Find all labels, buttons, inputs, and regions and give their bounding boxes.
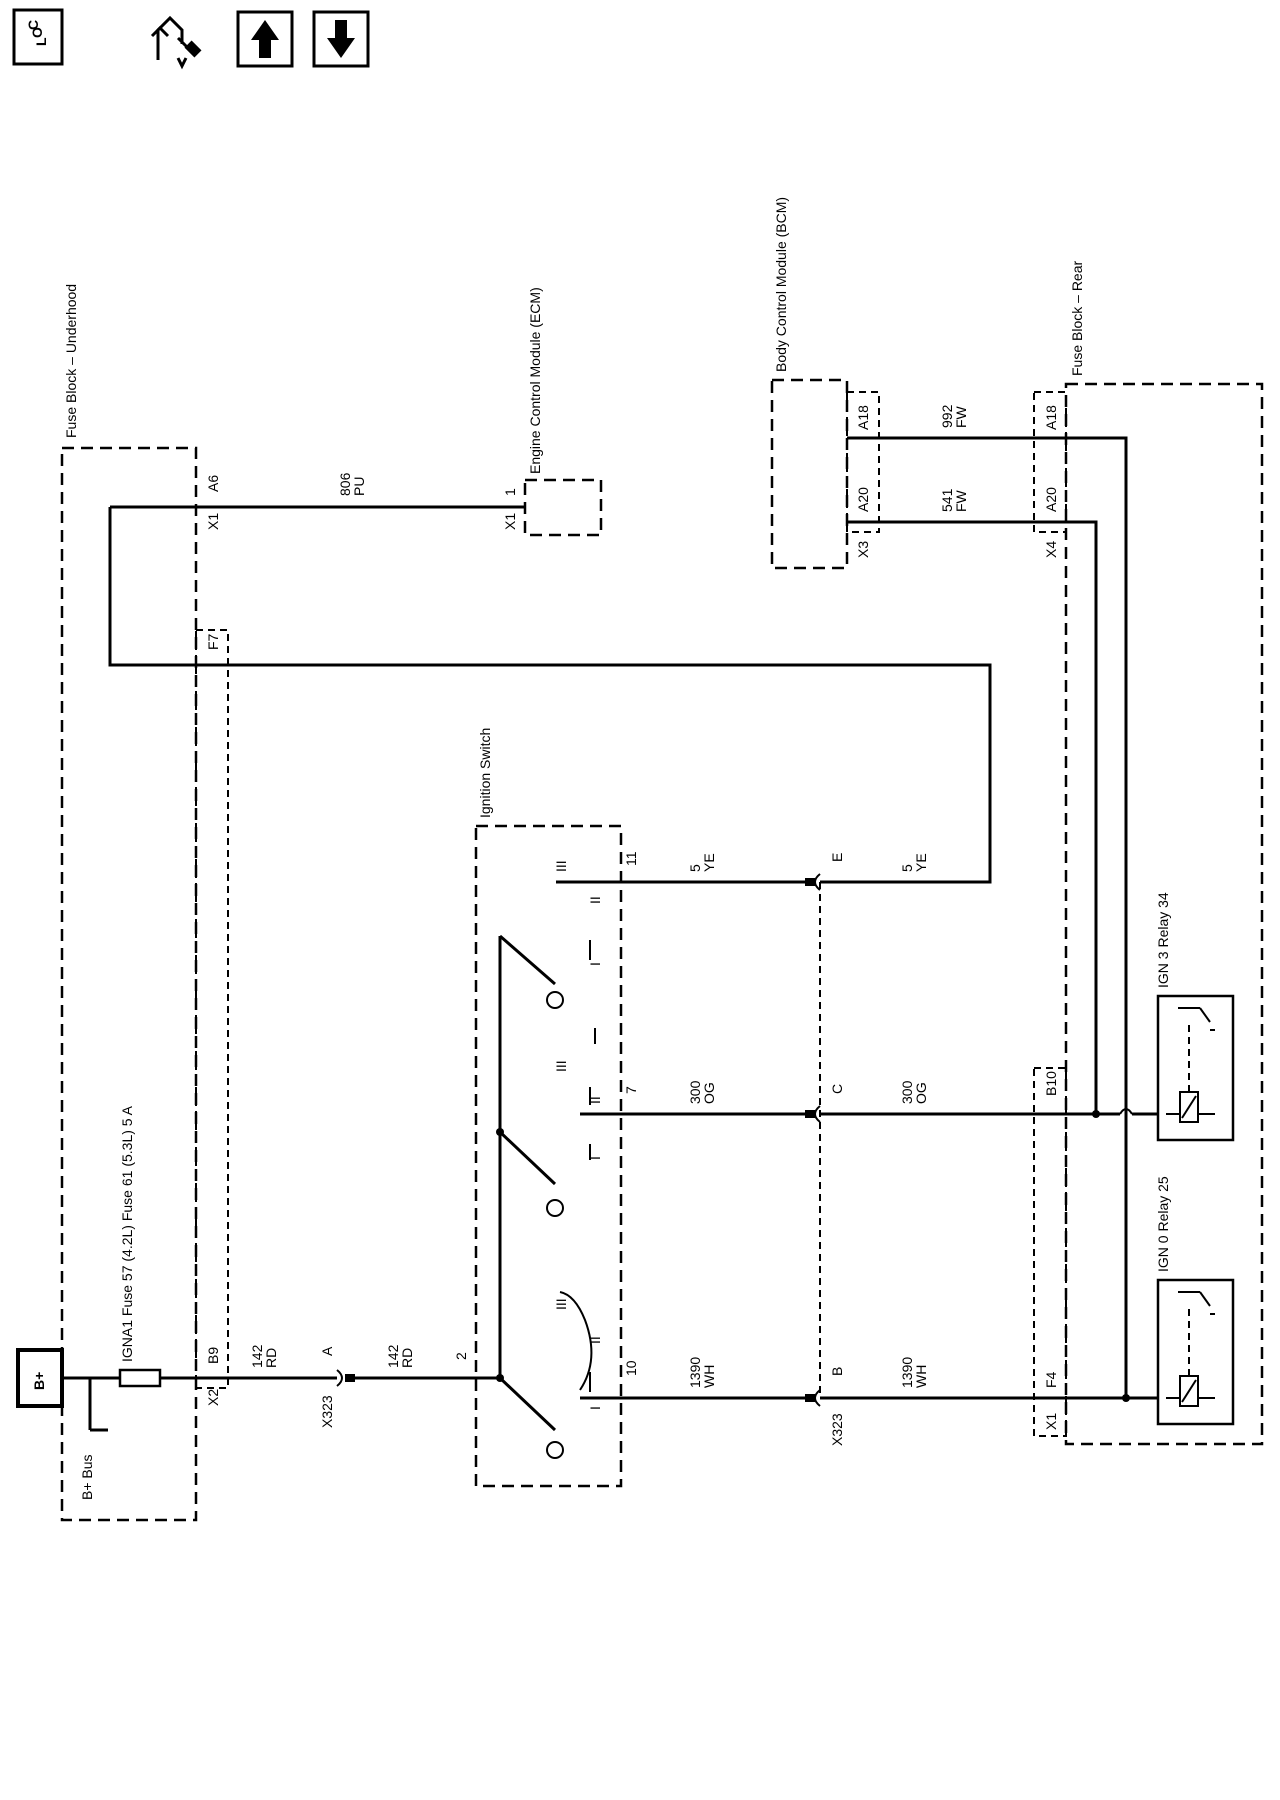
- sw-pos-bot-I: I: [587, 1406, 603, 1410]
- wire-5b-color: YE: [913, 853, 929, 872]
- fuse-block-rear-outline: [1064, 382, 1264, 1446]
- arrow-down-icon[interactable]: [312, 10, 370, 68]
- ign3-relay-label: IGN 3 Relay 34: [1155, 892, 1171, 988]
- ign0-relay-symbol: [1166, 1291, 1215, 1407]
- bplus-label: B+: [31, 1372, 47, 1390]
- svg-text:O: O: [29, 27, 45, 38]
- ign3-relay-symbol: [1166, 1007, 1215, 1123]
- wire-992-num: 992: [939, 404, 955, 428]
- wire-1390b-color: WH: [913, 1365, 929, 1388]
- conn-a6: A6: [205, 475, 221, 492]
- wire-1390a-color: WH: [701, 1365, 717, 1388]
- wire-f7-loop: [108, 507, 992, 884]
- bcm-connector-region: [846, 391, 880, 533]
- conn-bcm-x3: X3: [855, 541, 871, 558]
- wire-541-color: FW: [953, 489, 969, 512]
- component-symbol-icon[interactable]: [150, 15, 202, 70]
- conn-rear-x4: X4: [1043, 541, 1059, 558]
- wire-541: [847, 520, 1098, 1114]
- conn-rear-a20: A20: [1043, 487, 1059, 512]
- wire-806-num: 806: [337, 472, 353, 496]
- svg-text:C: C: [25, 20, 41, 30]
- wire-806-color: PU: [351, 477, 367, 496]
- wire-142a-num: 142: [249, 1344, 265, 1368]
- bcm-label: Body Control Module (BCM): [773, 197, 789, 372]
- conn-ecm-x1: X1: [502, 513, 518, 530]
- fuse-block-underhood-label: Fuse Block – Underhood: [63, 284, 79, 438]
- ign0-relay-label: IGN 0 Relay 25: [1155, 1176, 1171, 1272]
- wire-992: [847, 436, 1128, 1400]
- sw-pos-top-I: I: [587, 962, 603, 966]
- wire-5b-num: 5: [899, 864, 915, 872]
- wire-142a-color: RD: [263, 1348, 279, 1368]
- conn-ecm-1: 1: [502, 488, 518, 496]
- fuse-label: IGNA1 Fuse 57 (4.2L) Fuse 61 (5.3L) 5 A: [119, 1105, 135, 1362]
- conn-bcm-a20: A20: [855, 487, 871, 512]
- wire-142b-color: RD: [399, 1348, 415, 1368]
- fuse-block-rear-x4-region: [1033, 391, 1067, 533]
- wire-300b-num: 300: [899, 1080, 915, 1104]
- fuse-block-rear-x1-region: [1033, 1067, 1067, 1437]
- bplus-bus-label: B+ Bus: [79, 1454, 95, 1500]
- conn-x323-a: A: [319, 1346, 335, 1356]
- conn-rear-x1: X1: [1043, 1413, 1059, 1430]
- conn-x323-e: E: [829, 853, 845, 862]
- sw-pin-10: 10: [623, 1360, 639, 1376]
- bplus-terminal: [16, 1348, 64, 1408]
- sw-pos-bot-III: III: [553, 1298, 569, 1310]
- ecm-outline: [523, 478, 603, 537]
- conn-rear-b10: B10: [1043, 1071, 1059, 1096]
- sw-pos-mid-I: I: [587, 1156, 603, 1160]
- ign3-relay-outline: [1156, 994, 1235, 1142]
- wire-300b-color: OG: [913, 1082, 929, 1104]
- sw-pos-top-III: III: [553, 860, 569, 872]
- conn-x323-c: C: [829, 1084, 845, 1094]
- wire-1390a-num: 1390: [687, 1357, 703, 1388]
- wire-300a-num: 300: [687, 1080, 703, 1104]
- x323-terminals: [336, 873, 821, 1407]
- wire-5a-color: YE: [701, 853, 717, 872]
- ecm-label: Engine Control Module (ECM): [527, 287, 543, 474]
- bplus-bus-line: [88, 1378, 108, 1432]
- sw-pos-mid-III: III: [553, 1060, 569, 1072]
- wire-541-num: 541: [939, 488, 955, 512]
- conn-bcm-a18: A18: [855, 405, 871, 430]
- ign0-relay-outline: [1156, 1278, 1235, 1426]
- wire-1390b-num: 1390: [899, 1357, 915, 1388]
- sw-pos-bot-II: II: [587, 1336, 603, 1344]
- wire-300a-color: OG: [701, 1082, 717, 1104]
- conn-rear-f4: F4: [1043, 1371, 1059, 1388]
- ignition-switch-contacts: [498, 934, 596, 1459]
- conn-x323-b-name: X323: [829, 1413, 845, 1446]
- sw-pos-top-II: II: [587, 896, 603, 904]
- fuse-symbol: [118, 1368, 162, 1388]
- conn-x323-b: B: [829, 1367, 845, 1376]
- conn-b9: B9: [205, 1347, 221, 1364]
- fuse-block-underhood-f7-region: [195, 629, 229, 1389]
- conn-rear-a18: A18: [1043, 405, 1059, 430]
- sw-pin-7: 7: [623, 1086, 639, 1094]
- svg-text:L: L: [33, 37, 49, 46]
- fuse-block-rear-label: Fuse Block – Rear: [1069, 261, 1085, 376]
- conn-x1: X1: [205, 513, 221, 530]
- wire-992-color: FW: [953, 405, 969, 428]
- sw-pin-2: 2: [453, 1352, 469, 1360]
- bcm-outline: [770, 378, 849, 570]
- location-icon[interactable]: L O C: [12, 8, 64, 66]
- arrow-up-icon[interactable]: [236, 10, 294, 68]
- ignition-switch-label: Ignition Switch: [477, 728, 493, 818]
- conn-f7: F7: [205, 633, 221, 650]
- wire-5a-num: 5: [687, 864, 703, 872]
- ignition-switch-outline: [474, 824, 623, 1488]
- conn-x2: X2: [205, 1389, 221, 1406]
- wire-142b-num: 142: [385, 1344, 401, 1368]
- conn-x323-a-name: X323: [319, 1395, 335, 1428]
- sw-pin-11: 11: [623, 851, 639, 866]
- sw-pos-mid-II: II: [587, 1096, 603, 1104]
